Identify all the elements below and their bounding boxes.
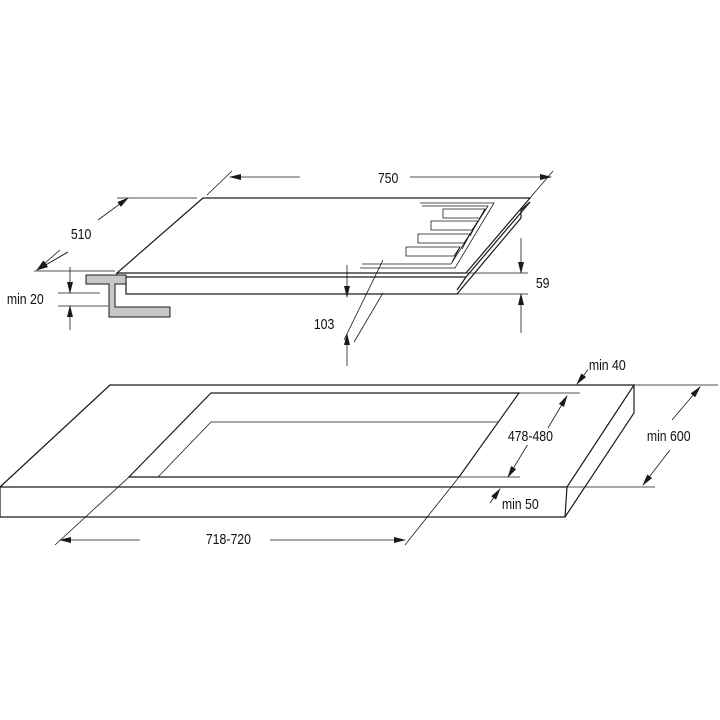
- hob-drawing: [85, 197, 532, 318]
- mounting-bracket: [85, 274, 171, 318]
- hob-total-height-label: 103: [313, 316, 336, 333]
- hob-depth-label: 510: [70, 226, 93, 243]
- hob-body: [125, 201, 531, 295]
- front-margin-label: min 50: [501, 496, 540, 513]
- hob-width-label: 750: [377, 170, 400, 187]
- worktop-depth-label: min 600: [646, 428, 692, 445]
- worktop-drawing: [0, 384, 636, 518]
- cutout-outline: [127, 392, 521, 478]
- cutout-depth-label: 478-480: [507, 428, 554, 445]
- clearance-label: min 20: [6, 291, 45, 308]
- back-margin-label: min 40: [588, 357, 627, 374]
- worktop-dimensions: [54, 366, 718, 546]
- pan-support-grid: [360, 202, 495, 269]
- cutout-width-label: 718-720: [205, 531, 252, 548]
- hob-dimensions: [34, 170, 554, 366]
- worktop-edge: [0, 385, 635, 518]
- hob-height-label: 59: [535, 275, 551, 292]
